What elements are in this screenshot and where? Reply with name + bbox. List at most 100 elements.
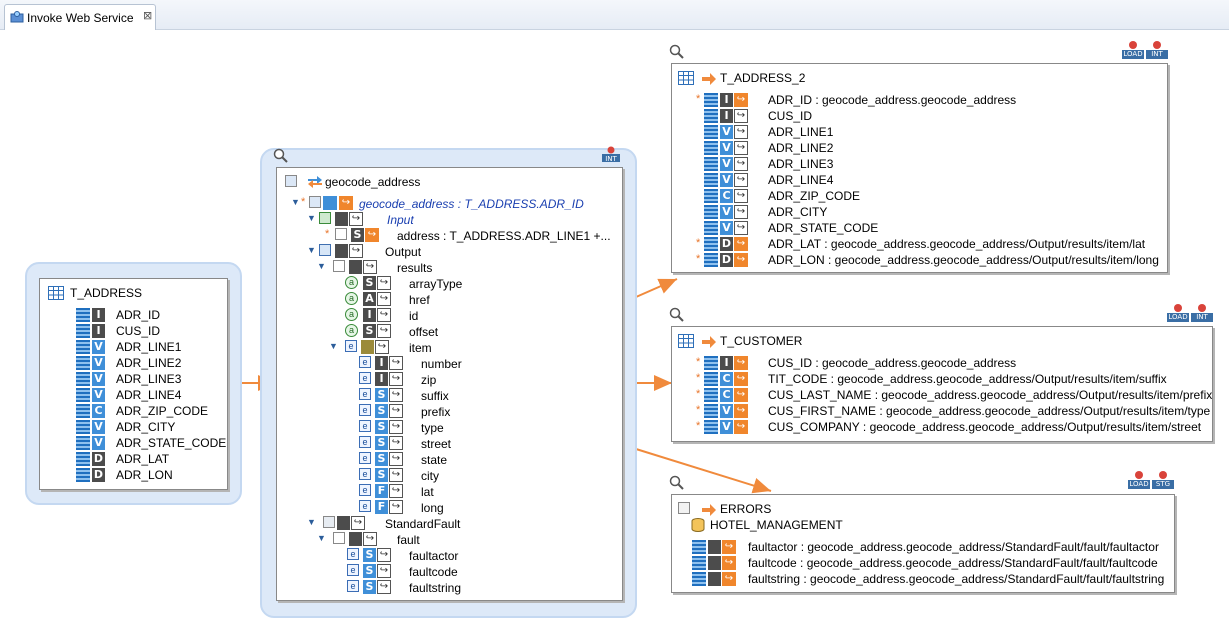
output-mapping-icon: ↪ [389, 452, 403, 466]
target-table-t-address-2[interactable]: T_ADDRESS_2 *I↪ADR_ID : geocode_address.… [671, 63, 1168, 273]
target-column-row[interactable]: *D↪ADR_LON : geocode_address.geocode_add… [696, 252, 1176, 268]
target-column-row[interactable]: V↪ADR_STATE_CODE [696, 220, 1176, 236]
target-column-row[interactable]: *C↪CUS_LAST_NAME : geocode_address.geoco… [696, 387, 1212, 403]
target-column-row[interactable]: V↪ADR_LINE1 [696, 124, 1176, 140]
int-badge-icon: INT [602, 146, 620, 162]
output-mapping-icon: ↪ [389, 356, 403, 370]
input-row[interactable]: ▼↪Input [307, 212, 617, 228]
target-column-row[interactable]: V↪ADR_LINE3 [696, 156, 1176, 172]
target-column-row[interactable]: V↪ADR_LINE4 [696, 172, 1176, 188]
source-column-label: ADR_STATE_CODE [116, 436, 227, 450]
element-icon: e [345, 340, 357, 352]
target-column-row[interactable]: ↪faultcode : geocode_address.geocode_add… [684, 555, 1164, 571]
target-column-row[interactable]: C↪ADR_ZIP_CODE [696, 188, 1176, 204]
item-label: item [409, 341, 432, 355]
key-icon [323, 196, 337, 210]
target-column-row[interactable]: *I↪CUS_ID : geocode_address.geocode_addr… [696, 355, 1176, 371]
expand-toggle-icon[interactable]: ▼ [307, 245, 316, 255]
target-table-errors[interactable]: ERRORS HOTEL_MANAGEMENT ↪faultactor : ge… [671, 494, 1175, 593]
target-column-row[interactable]: V↪ADR_LINE2 [696, 140, 1176, 156]
output-mapping-icon: ↪ [734, 109, 748, 123]
datatype-v-icon: V [720, 420, 733, 434]
table-icon [48, 286, 64, 300]
zoom-icon[interactable] [669, 44, 685, 60]
output-mapping-icon: ↪ [389, 468, 403, 482]
expression-type-icon [708, 556, 721, 570]
element-icon: e [359, 484, 371, 496]
output-mapping-icon: ↪ [363, 532, 377, 546]
target-column-row[interactable]: *V↪CUS_COMPANY : geocode_address.geocode… [696, 419, 1201, 435]
target-column-row[interactable]: ↪faultstring : geocode_address.geocode_a… [684, 571, 1164, 587]
input-param-row[interactable]: *S↪address : T_ADDRESS.ADR_LINE1 +... [325, 228, 617, 244]
datatype-v-icon: V [720, 173, 733, 187]
expand-toggle-icon[interactable]: ▼ [317, 533, 326, 543]
target-column-row[interactable]: ↪faultactor : geocode_address.geocode_ad… [684, 539, 1164, 555]
expand-toggle-icon[interactable]: ▼ [317, 261, 326, 271]
expand-toggle-icon[interactable]: ▼ [329, 341, 338, 351]
datatype-i-icon: I [720, 109, 733, 123]
target-column-row[interactable]: *V↪CUS_FIRST_NAME : geocode_address.geoc… [696, 403, 1210, 419]
service-settings-icon[interactable] [285, 175, 297, 187]
service-node-geocode-address[interactable]: geocode_address ▼*↪geocode_address : T_A… [276, 167, 623, 601]
expression-icon: ↪ [339, 196, 353, 210]
results-row[interactable]: ▼↪results [317, 260, 617, 276]
expand-toggle-icon[interactable]: ▼ [307, 213, 316, 223]
zoom-icon[interactable] [669, 307, 685, 323]
stg-badge-icon: STG [1152, 470, 1174, 490]
web-service-icon [10, 11, 24, 23]
target-table-t-customer[interactable]: T_CUSTOMER *I↪CUS_ID : geocode_address.g… [671, 326, 1213, 442]
column-icon [704, 372, 718, 386]
zoom-icon[interactable] [273, 148, 289, 164]
editor-tab[interactable]: Invoke Web Service ⊠ [4, 4, 156, 30]
datatype-v-icon: V [720, 125, 733, 139]
column-icon [704, 93, 718, 107]
target-column-row[interactable]: *C↪TIT_CODE : geocode_address.geocode_ad… [696, 371, 1176, 387]
target-column-row[interactable]: *D↪ADR_LAT : geocode_address.geocode_add… [696, 236, 1176, 252]
expand-toggle-icon[interactable]: ▼ [291, 197, 300, 207]
close-tab-icon[interactable]: ⊠ [143, 10, 153, 22]
fault-row[interactable]: ▼↪fault [317, 532, 617, 548]
target-column-label: ADR_LINE2 [768, 141, 834, 155]
output-mapping-icon: ↪ [389, 404, 403, 418]
fault-root-row[interactable]: ▼↪StandardFault [291, 516, 617, 532]
item-row[interactable]: ▼e↪item [329, 340, 617, 356]
zoom-icon[interactable] [669, 475, 685, 491]
target-column-row[interactable]: V↪ADR_CITY [696, 204, 1176, 220]
operation-row[interactable]: ▼*↪geocode_address : T_ADDRESS.ADR_ID [291, 196, 617, 212]
target-arrow-icon [702, 504, 716, 516]
output-row[interactable]: ▼↪Output [291, 244, 617, 260]
expand-toggle-icon[interactable]: ▼ [307, 517, 316, 527]
target-column-row[interactable]: I↪CUS_ID [696, 108, 1176, 124]
target-column-row[interactable]: *I↪ADR_ID : geocode_address.geocode_addr… [696, 92, 1176, 108]
load-badge-icon: LOAD [1167, 303, 1189, 323]
